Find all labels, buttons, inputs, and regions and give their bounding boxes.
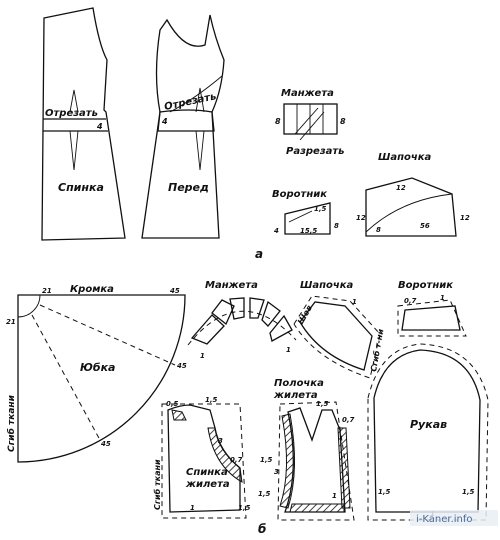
- hood-a-n5: 12: [460, 214, 470, 222]
- vest-back-n2: 1,5: [205, 396, 218, 404]
- skirt-n45c: 45: [101, 440, 111, 448]
- cuff-pattern-a: Манжета 8 8 Разрезать: [275, 88, 346, 157]
- back-title: Спинка: [58, 181, 104, 194]
- section-b-label: б: [258, 522, 266, 536]
- vest-front-pattern: Полочка жилета 1,5 0,7 1,5 3 1,5 1: [258, 378, 355, 521]
- vest-front-n3: 1,5: [260, 456, 273, 464]
- vest-back-n5: 1,5: [238, 504, 251, 512]
- cuff-b-one-b: 1: [286, 346, 291, 354]
- skirt-n45b: 45: [177, 362, 187, 370]
- cuff-a-num-left: 8: [275, 117, 281, 126]
- front-num-label: 4: [161, 117, 168, 126]
- watermark-text: i-Kaner.info: [416, 514, 473, 525]
- hood-a-title: Шапочка: [378, 152, 432, 163]
- sleeve-title: Рукав: [410, 418, 447, 431]
- hood-a-n2: 12: [356, 214, 366, 222]
- collar-pattern-b: Воротник 0,7 1: [397, 280, 467, 337]
- vest-front-n5: 1,5: [258, 490, 271, 498]
- sleeve-n1: 1,5: [378, 488, 391, 496]
- front-bodice-pattern: Отрезать 4 Перед: [141, 14, 225, 239]
- hood-b-title: Шапочка: [300, 280, 354, 291]
- collar-a-n4: 8: [334, 222, 339, 230]
- vest-front-n6: 1: [332, 492, 337, 500]
- cuff-a-cut-label: Разрезать: [286, 146, 345, 157]
- back-cut-label: Отрезать: [45, 108, 98, 119]
- hood-pattern-a: Шапочка 12 12 8 56 12: [356, 152, 470, 237]
- collar-b-n2: 1: [440, 294, 445, 302]
- vest-front-n1: 1,5: [316, 400, 329, 408]
- skirt-title: Юбка: [80, 361, 115, 374]
- vest-back-n1: 0,5: [166, 400, 179, 408]
- cuff-pattern-b: Манжета 1 1: [187, 280, 297, 360]
- vest-back-title-1: Спинка: [186, 467, 228, 478]
- hood-pattern-b: Шапочка Шов Сгиб т-ни 1: [293, 280, 386, 379]
- sleeve-pattern: Рукав 1,5 1,5 1: [367, 343, 489, 521]
- vest-front-title-2: жилета: [273, 390, 318, 401]
- collar-a-title: Воротник: [272, 189, 327, 200]
- vest-front-n4: 3: [274, 468, 279, 476]
- skirt-edge-label: Кромка: [70, 284, 114, 295]
- section-a-label: a: [255, 247, 263, 261]
- collar-a-n2: 15,5: [300, 227, 317, 235]
- vest-front-n2: 0,7: [342, 416, 355, 424]
- vest-back-pattern: 0,5 1,5 3 0,7 1,5 1 Спинка жилета Сгиб т…: [152, 396, 251, 519]
- watermark: i-Kaner.info: [410, 510, 498, 526]
- cuff-a-title: Манжета: [281, 88, 334, 99]
- collar-a-n1: 1,5: [314, 205, 327, 213]
- skirt-n21b: 21: [6, 318, 16, 326]
- skirt-fold-label: Сгиб ткани: [6, 394, 17, 452]
- vest-back-fold: Сгиб ткани: [152, 459, 162, 510]
- cuff-b-one-a: 1: [200, 352, 205, 360]
- sleeve-n2: 1,5: [462, 488, 475, 496]
- collar-a-n3: 4: [274, 227, 279, 235]
- skirt-n45a: 45: [170, 287, 180, 295]
- hood-b-seam: Шов: [296, 304, 314, 326]
- back-num-label: 4: [96, 122, 103, 131]
- back-bodice-pattern: Отрезать 4 Спинка: [41, 7, 126, 241]
- vest-back-title-2: жилета: [185, 479, 230, 490]
- vest-front-title-1: Полочка: [274, 378, 324, 389]
- hood-a-n3: 8: [376, 226, 381, 234]
- skirt-pattern: Кромка 21 21 45 45 45 Юбка Сгиб ткани: [6, 284, 187, 463]
- vest-back-n6: 1: [190, 504, 195, 512]
- front-title: Перед: [168, 181, 209, 194]
- cuff-b-title: Манжета: [205, 280, 258, 291]
- hood-a-n4: 56: [420, 222, 430, 230]
- vest-back-n4: 0,7: [230, 456, 243, 464]
- collar-b-title: Воротник: [398, 280, 453, 291]
- collar-b-n1: 0,7: [404, 297, 417, 305]
- skirt-n21a: 21: [42, 287, 52, 295]
- hood-b-one: 1: [352, 298, 357, 306]
- cuff-a-num-right: 8: [340, 117, 346, 126]
- collar-pattern-a: Воротник 1,5 15,5 4 8: [272, 189, 339, 235]
- hood-a-n1: 12: [396, 184, 406, 192]
- vest-back-n3: 3: [218, 437, 223, 445]
